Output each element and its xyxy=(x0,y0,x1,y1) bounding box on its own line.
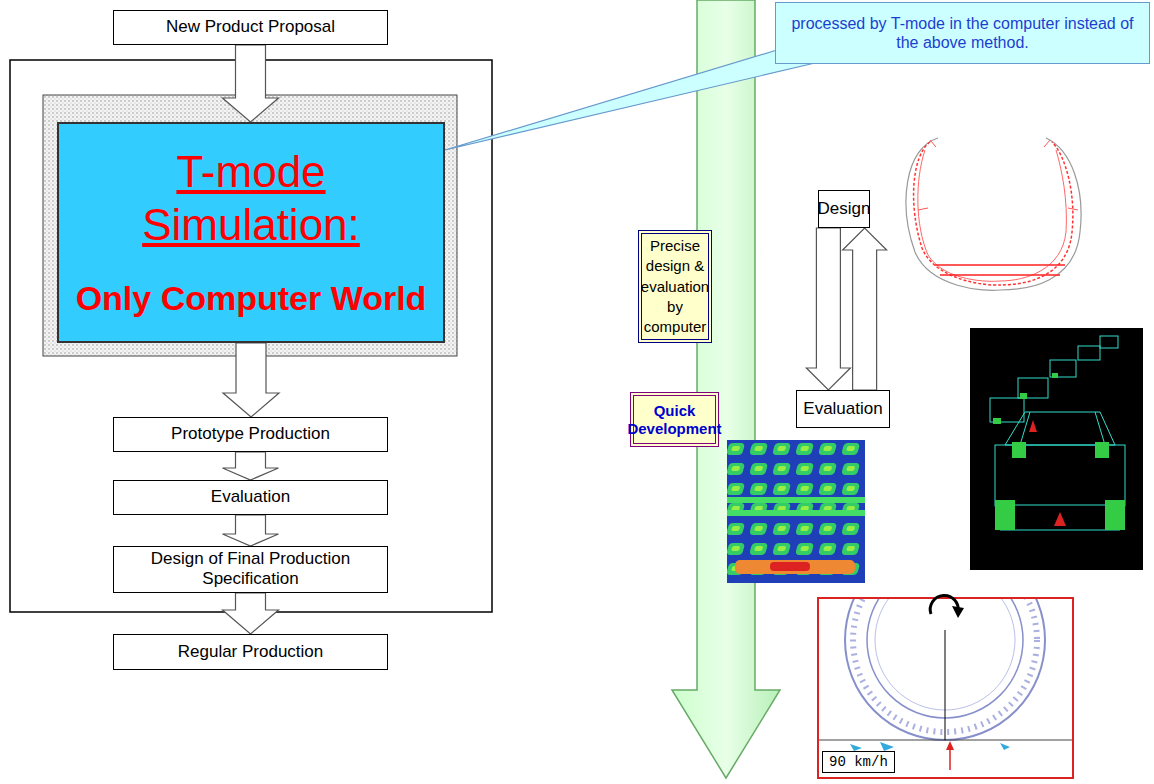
process-box: Evaluation xyxy=(113,480,388,515)
speed-label: 90 km/h xyxy=(822,751,895,773)
process-box: Design of Final Production Specification xyxy=(113,546,388,593)
box-label: Evaluation xyxy=(211,487,290,507)
note-box: Quick Development xyxy=(630,392,719,447)
car-simulation xyxy=(970,328,1143,570)
block-arrow xyxy=(223,45,279,122)
box-label: Design xyxy=(818,199,871,219)
box-label: Prototype Production xyxy=(171,424,330,444)
step-box: Design xyxy=(818,190,870,228)
block-arrow xyxy=(223,452,279,480)
box-label: Evaluation xyxy=(803,399,882,419)
block-arrow xyxy=(223,343,279,417)
box-label: Quick Development xyxy=(627,402,721,438)
box-label: Precise design & evaluation by computer xyxy=(641,236,709,337)
box-label: Design of Final Production Specification xyxy=(117,549,384,590)
process-box: New Product Proposal xyxy=(113,10,388,45)
subheading: Only Computer World xyxy=(76,278,427,319)
box-label: processed by T-mode in the computer inst… xyxy=(779,14,1146,52)
box-label: New Product Proposal xyxy=(166,17,335,37)
block-arrow xyxy=(806,228,850,390)
stippled-frame xyxy=(43,95,457,356)
process-box: Prototype Production xyxy=(113,417,388,452)
simulation-box: T-mode Simulation: Only Computer World xyxy=(57,122,445,343)
block-arrow xyxy=(843,228,887,390)
tire-section xyxy=(906,138,1081,290)
outer-frame xyxy=(10,60,492,612)
block-arrow xyxy=(223,515,279,546)
rolling-tire xyxy=(818,540,1073,778)
process-box: Regular Production xyxy=(113,634,388,670)
step-box: Evaluation xyxy=(796,390,890,428)
box-label: Regular Production xyxy=(178,642,324,662)
block-arrow xyxy=(223,593,279,634)
callout-tail xyxy=(445,50,815,150)
note-box: Precise design & evaluation by computer xyxy=(638,230,712,343)
tread-heatmap xyxy=(727,440,865,583)
flow-arrow xyxy=(672,0,780,778)
callout-box: processed by T-mode in the computer inst… xyxy=(775,2,1150,64)
heading: T-mode Simulation: xyxy=(62,146,440,252)
